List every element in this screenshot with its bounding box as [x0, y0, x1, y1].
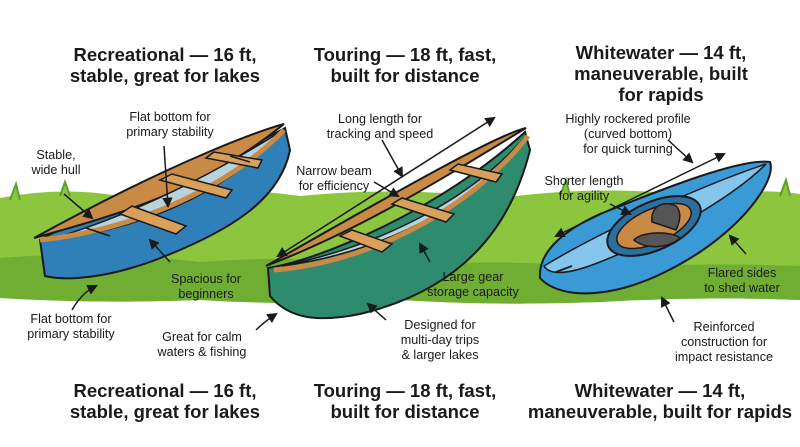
- label-rec-spacious: Spacious for beginners: [170, 272, 241, 301]
- leader-lines: [63, 139, 747, 331]
- label-rec-calm-waters: Great for calm waters & fishing: [157, 330, 247, 359]
- label-tour-long-length: Long length for tracking and speed: [326, 112, 434, 141]
- whitewater-title-bottom: Whitewater — 14 ft, maneuverable, built …: [527, 380, 793, 422]
- label-ww-shorter-length: Shorter length for agility: [544, 174, 624, 203]
- length-arrows: [276, 116, 726, 258]
- label-tour-multi-day: Designed for multi-day trips & larger la…: [400, 318, 480, 362]
- label-tour-narrow-beam: Narrow beam for efficiency: [296, 164, 372, 193]
- recreational-title-bottom: Recreational — 16 ft, stable, great for …: [69, 380, 261, 422]
- whitewater-title-top: Whitewater — 14 ft, maneuverable, built …: [574, 42, 748, 105]
- label-ww-reinforced: Reinforced construction for impact resis…: [675, 320, 773, 364]
- recreational-title-top: Recreational — 16 ft, stable, great for …: [69, 44, 261, 86]
- label-tour-gear-storage: Large gear storage capacity: [427, 270, 519, 299]
- label-ww-rockered-profile: Highly rockered profile (curved bottom) …: [565, 112, 691, 156]
- label-rec-stable-hull: Stable, wide hull: [31, 148, 81, 177]
- touring-title-top: Touring — 18 ft, fast, built for distanc…: [313, 44, 497, 86]
- label-ww-flared-sides: Flared sides to shed water: [704, 266, 780, 295]
- label-rec-flat-bottom-top: Flat bottom for primary stability: [126, 110, 214, 139]
- touring-title-bottom: Touring — 18 ft, fast, built for distanc…: [313, 380, 497, 422]
- label-rec-flat-bottom: Flat bottom for primary stability: [27, 312, 115, 341]
